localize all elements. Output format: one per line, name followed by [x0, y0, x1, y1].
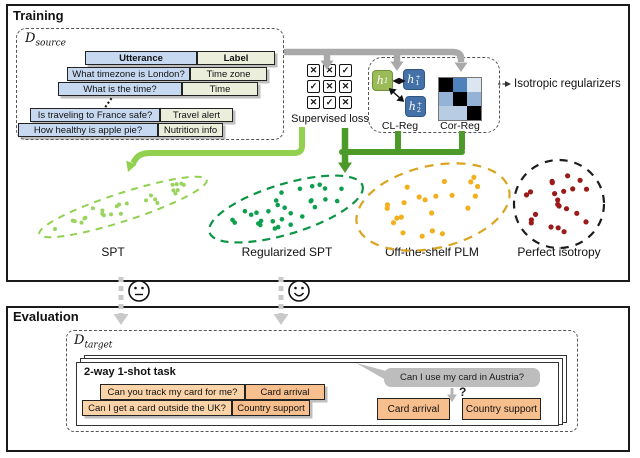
utterance-header-cell: Utterance [85, 51, 197, 65]
support-row: Can you track my card for me? Card arriv… [100, 384, 325, 400]
spt-label: SPT [101, 245, 125, 259]
positive-subscript: 2 [416, 105, 421, 114]
checkbox-crossed-icon: ✕ [323, 64, 336, 77]
table-row: What timezone is London? Time zone [67, 67, 267, 81]
utterance-cell: Is traveling to France safe? [30, 108, 160, 122]
supervised-loss-label: Supervised loss [291, 113, 369, 125]
checkbox-crossed-icon: ✕ [307, 64, 320, 77]
candidate-label-country-support: Country support [462, 398, 541, 420]
target-dataset-box [66, 330, 578, 432]
dataset-subscript: target [84, 340, 113, 351]
matrix-cell [467, 78, 481, 92]
label-cell: Travel alert [160, 108, 233, 122]
dataset-subscript: source [35, 38, 66, 49]
regularized-spt-label: Regularized SPT [241, 245, 333, 259]
evaluation-section-title: Evaluation [13, 309, 79, 324]
checkbox-crossed-icon: ✕ [323, 80, 336, 93]
matrix-cell [467, 92, 481, 106]
off-the-shelf-plm-label: Off-the-shelf PLM [385, 245, 479, 259]
label-cell: Time zone [190, 67, 267, 81]
dataset-symbol: D [74, 333, 85, 348]
checkbox-crossed-icon: ✕ [307, 96, 320, 109]
label-header-cell: Label [197, 51, 275, 65]
target-dataset-label: Dtarget [74, 333, 112, 351]
matrix-cell [439, 78, 453, 92]
supervised-loss-checkbox-grid: ✕✕✓✓✕✕✕✓✕ [307, 64, 352, 109]
matrix-cell [467, 106, 481, 120]
label-cell: Time [182, 82, 258, 96]
isotropic-regularizers-label: Isotropic regularizers [514, 78, 621, 90]
support-label-cell: Country support [232, 400, 310, 416]
positive-symbol: h [407, 73, 415, 86]
utterance-cell: What timezone is London? [67, 67, 190, 81]
candidate-label-card-arrival: Card arrival [377, 398, 450, 420]
cl-reg-positive-node-2: h+2 [405, 96, 426, 117]
anchor-subscript: 1 [383, 76, 389, 85]
utterance-cell: How healthy is apple pie? [18, 123, 158, 137]
checkbox-checked-icon: ✓ [307, 80, 320, 93]
utterance-cell: What is the time? [58, 82, 182, 96]
table-row: What is the time? Time [58, 82, 258, 96]
checkbox-checked-icon: ✓ [323, 96, 336, 109]
neutral-face-icon [128, 280, 150, 302]
table-row: How healthy is apple pie? Nutrition info [18, 123, 223, 137]
matrix-cell [453, 106, 467, 120]
task-title: 2-way 1-shot task [84, 366, 176, 378]
cl-reg-label: CL-Reg [381, 120, 419, 132]
support-label-cell: Card arrival [245, 384, 325, 400]
happy-face-icon [288, 280, 310, 302]
positive-subscript: 1 [415, 78, 420, 87]
positive-superscript: + [415, 72, 421, 81]
cor-reg-matrix [438, 77, 482, 121]
matrix-cell [453, 92, 467, 106]
label-cell: Nutrition info [158, 123, 223, 137]
query-bubble: Can I use my card in Austria? [384, 368, 540, 387]
dataset-symbol: D [25, 31, 36, 46]
perfect-isotropy-label: Perfect isotropy [517, 245, 601, 259]
support-utterance-cell: Can you track my card for me? [100, 384, 245, 400]
question-mark: ? [459, 385, 467, 399]
source-dataset-label: Dsource [25, 31, 66, 49]
checkbox-crossed-icon: ✕ [339, 80, 352, 93]
cl-reg-positive-node-1: h+1 [403, 69, 425, 90]
table-header-row: Utterance Label [85, 51, 275, 65]
support-utterance-cell: Can I get a card outside the UK? [82, 400, 232, 416]
matrix-cell [453, 78, 467, 92]
positive-superscript: + [416, 99, 423, 108]
anchor-symbol: h [376, 74, 384, 87]
checkbox-checked-icon: ✓ [339, 64, 352, 77]
positive-symbol: h [408, 100, 416, 113]
matrix-cell [439, 106, 453, 120]
cor-reg-label: Cor-Reg [440, 120, 480, 132]
checkbox-crossed-icon: ✕ [339, 96, 352, 109]
training-section-title: Training [13, 8, 64, 23]
matrix-cell [439, 92, 453, 106]
support-row: Can I get a card outside the UK? Country… [82, 400, 310, 416]
table-row: Is traveling to France safe? Travel aler… [30, 108, 233, 122]
